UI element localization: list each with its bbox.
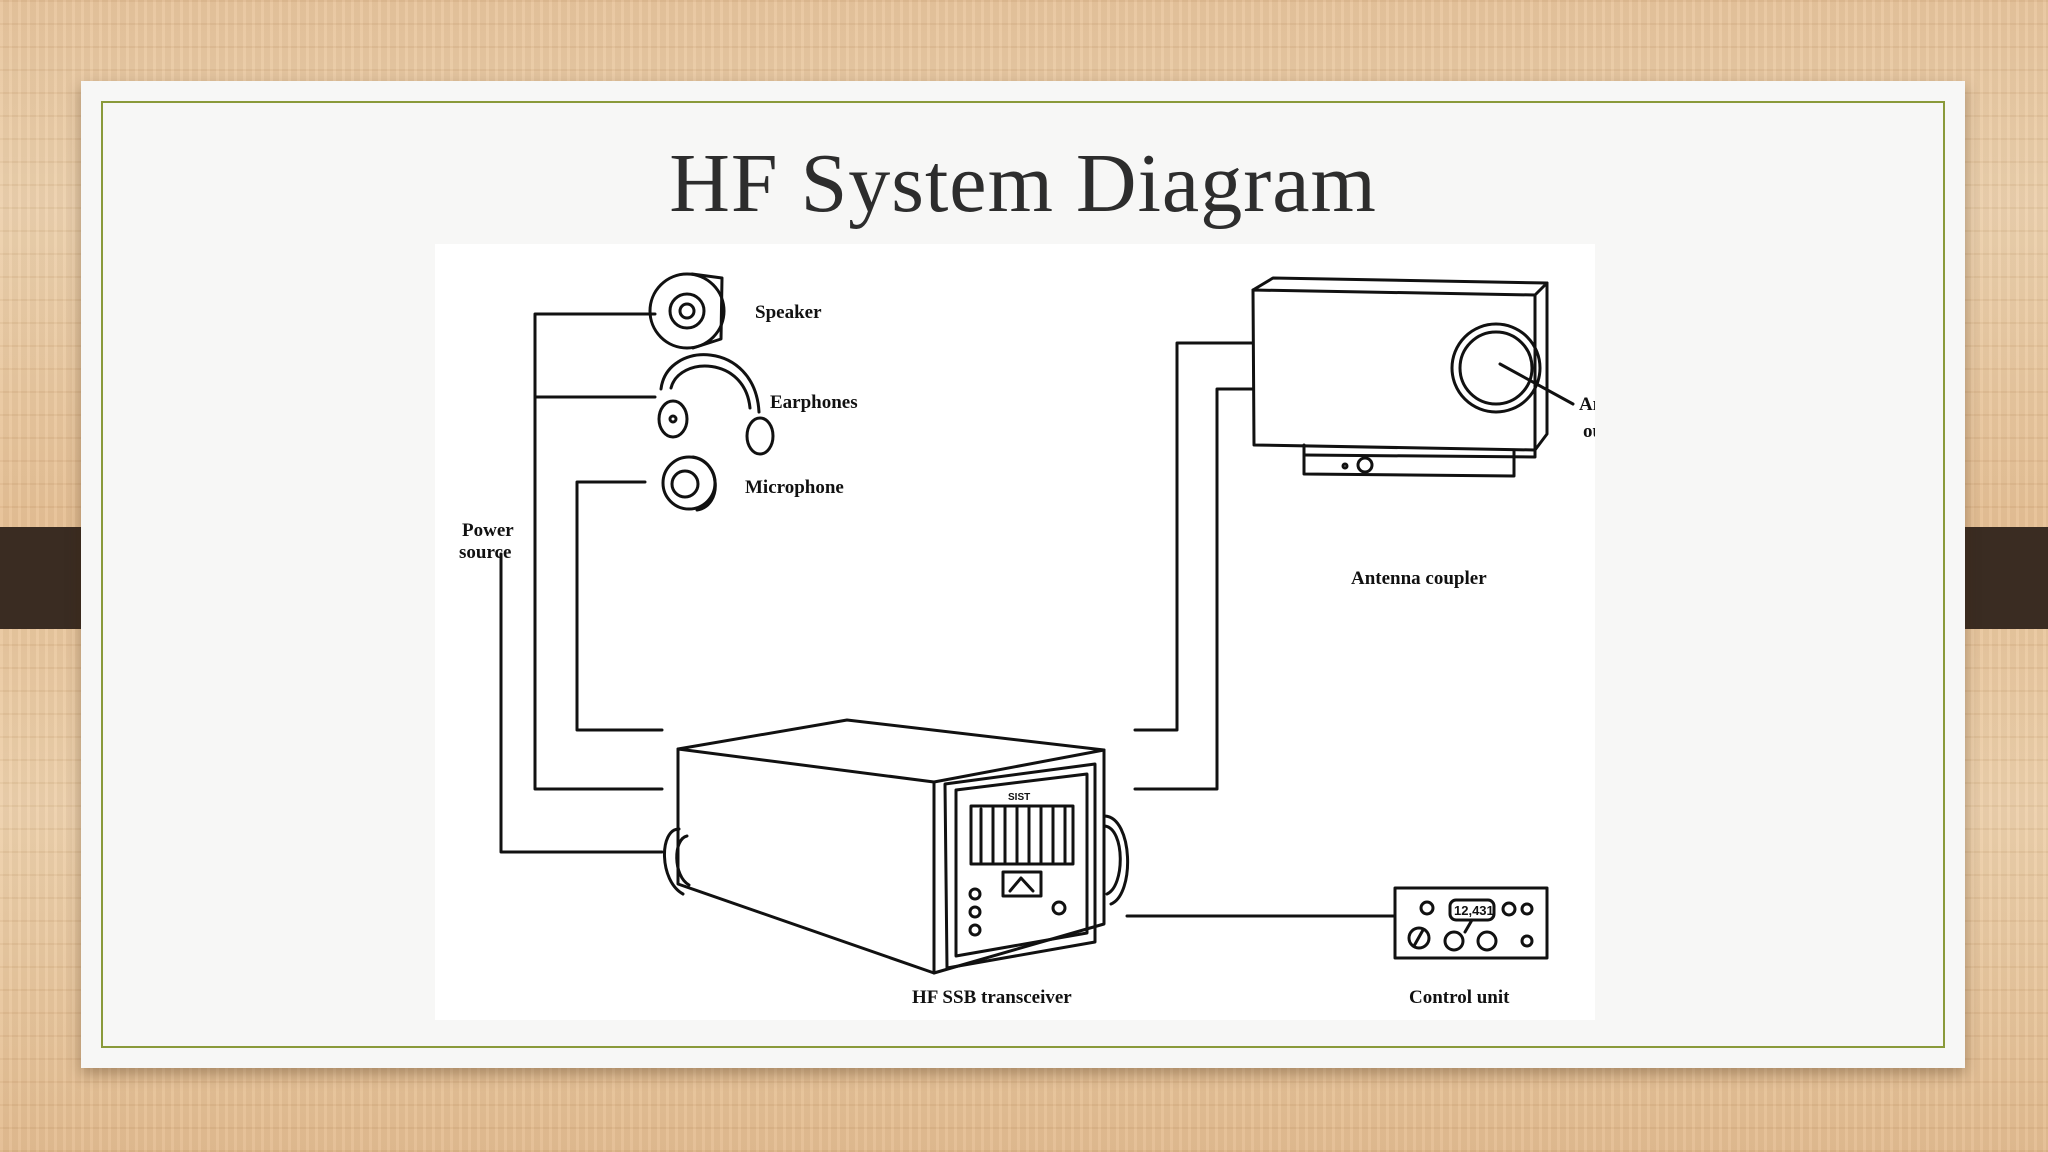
- label-antenna-coupler: Antenna coupler: [1351, 568, 1487, 589]
- control-unit-display: 12,431: [1454, 903, 1494, 918]
- slide-title: HF System Diagram: [669, 137, 1377, 230]
- slide: HF System Diagram: [81, 81, 1965, 1068]
- control-unit-icon: [1393, 886, 1549, 960]
- label-microphone: Microphone: [745, 477, 844, 498]
- antenna-coupler-icon: [1251, 276, 1575, 478]
- label-speaker: Speaker: [755, 302, 822, 323]
- microphone-icon: [661, 455, 717, 512]
- speaker-icon: [648, 272, 726, 350]
- hf-system-diagram: Speaker Earphones Microphone Power sourc…: [435, 244, 1595, 1020]
- label-power-source-2: source: [459, 542, 511, 563]
- wire-speaker: [533, 312, 664, 791]
- diagram-svg: Speaker Earphones Microphone Power sourc…: [459, 272, 1595, 1008]
- wire-microphone: [575, 480, 664, 732]
- transceiver-icon: [663, 718, 1129, 975]
- wire-coupler-2: [1133, 387, 1255, 791]
- earphones-icon: [657, 353, 775, 456]
- wire-power-source: [499, 552, 664, 854]
- wire-coupler-1: [1133, 341, 1255, 732]
- label-antenna-output-1: Antenna: [1579, 394, 1595, 415]
- label-transceiver: HF SSB transceiver: [912, 987, 1072, 1008]
- transceiver-panel-label: SIST: [1008, 792, 1030, 803]
- label-antenna-output-2: output: [1583, 421, 1595, 442]
- label-power-source-1: Power: [462, 520, 514, 541]
- slide-border: [101, 101, 1945, 1048]
- label-control-unit: Control unit: [1409, 987, 1510, 1008]
- label-earphones: Earphones: [770, 392, 858, 413]
